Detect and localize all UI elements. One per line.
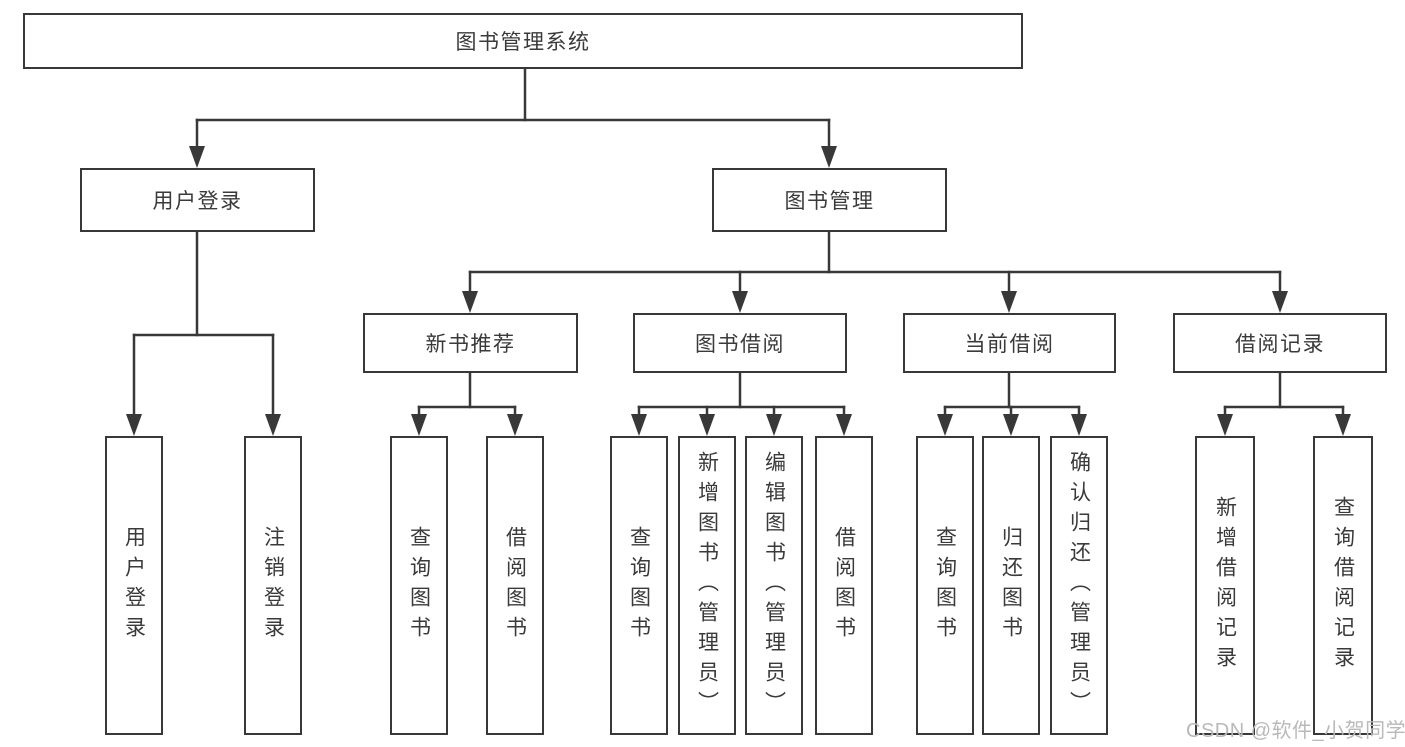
- leaf-logout: 注销登录: [244, 436, 302, 735]
- arrowhead-icon: [1003, 414, 1019, 436]
- leaf-add-borrow-record-label: 新增借阅记录: [1213, 495, 1237, 676]
- leaf-query-books-recommend: 查询图书: [390, 436, 448, 735]
- leaf-borrow-books-label: 借阅图书: [832, 525, 856, 646]
- node-current-borrow-label: 当前借阅: [964, 333, 1055, 356]
- leaf-add-borrow-record: 新增借阅记录: [1195, 436, 1255, 735]
- node-borrow-records-label: 借阅记录: [1235, 333, 1325, 356]
- node-book-management: 图书管理: [712, 168, 947, 232]
- leaf-query-books-borrow-label: 查询图书: [627, 525, 651, 646]
- leaf-confirm-return-admin-label: 确认归还（管理员）: [1067, 450, 1091, 721]
- node-root: 图书管理系统: [23, 13, 1023, 69]
- leaf-query-books-current-label: 查询图书: [933, 525, 957, 646]
- node-book-borrow-label: 图书借阅: [695, 333, 785, 356]
- node-borrow-records: 借阅记录: [1173, 313, 1387, 373]
- leaf-query-books-recommend-label: 查询图书: [407, 525, 431, 646]
- arrowhead-icon: [821, 146, 837, 168]
- leaf-edit-books-admin-label: 编辑图书（管理员）: [762, 450, 786, 721]
- leaf-user-login-label: 用户登录: [122, 525, 146, 646]
- arrowhead-icon: [699, 414, 715, 436]
- leaf-add-books-admin-label: 新增图书（管理员）: [695, 450, 719, 721]
- connector-group-4: [631, 371, 852, 436]
- arrowhead-icon: [507, 414, 523, 436]
- arrowhead-icon: [411, 414, 427, 436]
- node-current-borrow: 当前借阅: [903, 313, 1116, 373]
- leaf-query-borrow-record: 查询借阅记录: [1313, 436, 1373, 735]
- arrowhead-icon: [1217, 414, 1233, 436]
- leaf-return-books: 归还图书: [982, 436, 1040, 735]
- arrowhead-icon: [265, 414, 281, 436]
- leaf-edit-books-admin: 编辑图书（管理员）: [745, 436, 803, 735]
- leaf-query-borrow-record-label: 查询借阅记录: [1331, 495, 1355, 676]
- arrowhead-icon: [766, 414, 782, 436]
- connector-group-1: [126, 230, 281, 436]
- arrowhead-icon: [189, 146, 205, 168]
- leaf-logout-label: 注销登录: [261, 525, 285, 646]
- leaf-borrow-books-recommend-label: 借阅图书: [503, 525, 527, 646]
- leaf-user-login: 用户登录: [105, 436, 163, 735]
- leaf-add-books-admin: 新增图书（管理员）: [678, 436, 736, 735]
- leaf-return-books-label: 归还图书: [999, 525, 1023, 646]
- arrowhead-icon: [1272, 291, 1288, 313]
- node-book-borrow: 图书借阅: [633, 313, 847, 373]
- node-user-login-label: 用户登录: [152, 190, 243, 213]
- leaf-borrow-books: 借阅图书: [815, 436, 873, 735]
- arrowhead-icon: [462, 291, 478, 313]
- node-book-management-label: 图书管理: [784, 190, 875, 213]
- arrowhead-icon: [126, 414, 142, 436]
- leaf-query-books-current: 查询图书: [916, 436, 974, 735]
- node-user-login: 用户登录: [80, 168, 315, 232]
- arrowhead-icon: [937, 414, 953, 436]
- connector-group-0: [189, 67, 837, 168]
- arrowhead-icon: [1071, 414, 1087, 436]
- arrowhead-icon: [631, 414, 647, 436]
- arrowhead-icon: [1335, 414, 1351, 436]
- connector-group-3: [411, 371, 523, 436]
- leaf-query-books-borrow: 查询图书: [610, 436, 668, 735]
- connector-group-5: [937, 371, 1087, 436]
- leaf-confirm-return-admin: 确认归还（管理员）: [1050, 436, 1108, 735]
- node-new-book-recommend-label: 新书推荐: [425, 333, 516, 356]
- arrowhead-icon: [836, 414, 852, 436]
- node-root-label: 图书管理系统: [455, 31, 591, 54]
- connector-group-2: [462, 230, 1288, 313]
- arrowhead-icon: [732, 291, 748, 313]
- connector-group-6: [1217, 371, 1351, 436]
- arrowhead-icon: [1001, 291, 1017, 313]
- csdn-watermark: CSDN @软件_小贺同学: [1186, 720, 1405, 742]
- leaf-borrow-books-recommend: 借阅图书: [486, 436, 544, 735]
- node-new-book-recommend: 新书推荐: [363, 313, 578, 373]
